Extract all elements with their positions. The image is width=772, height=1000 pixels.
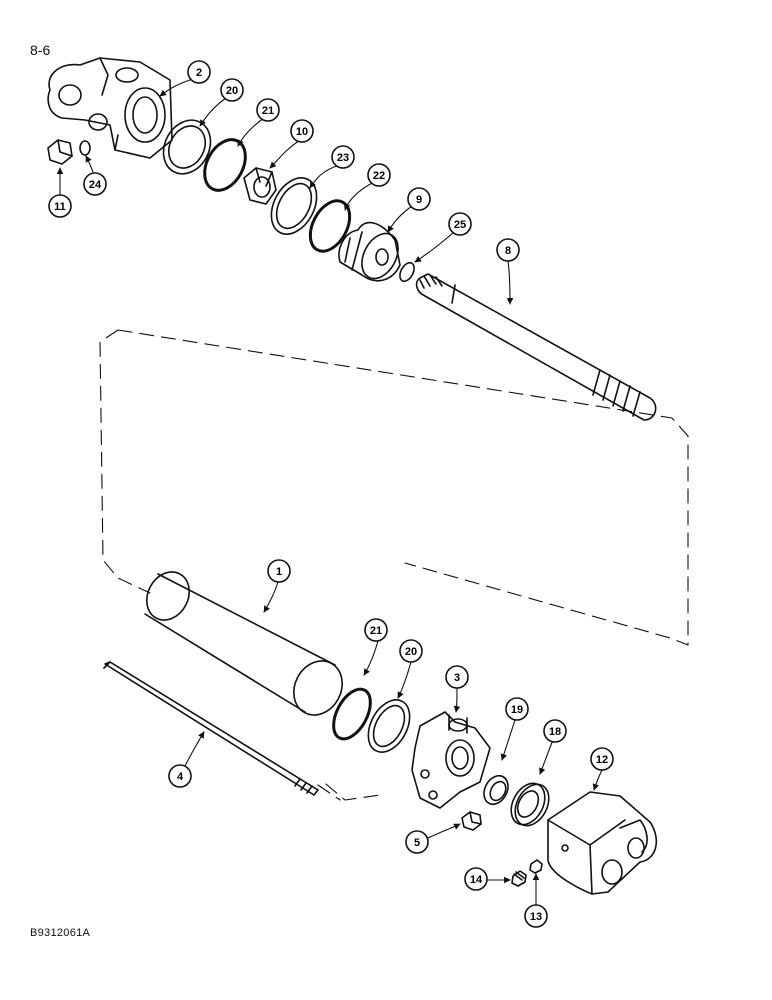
svg-text:24: 24 — [89, 179, 102, 191]
part-21-oring-top — [203, 138, 247, 192]
svg-text:13: 13 — [530, 911, 542, 923]
callout-11: 11 — [48, 194, 72, 218]
callout-21-bottom: 21 — [364, 618, 388, 642]
part-25-oring — [399, 261, 415, 283]
part-1-barrel — [144, 571, 343, 716]
part-24-oring — [79, 140, 91, 156]
part-10-nut — [243, 167, 277, 205]
callout-20-top: 20 — [220, 78, 244, 102]
callout-5: 5 — [405, 830, 429, 854]
svg-text:9: 9 — [416, 194, 422, 206]
callout-21-top: 21 — [256, 98, 280, 122]
part-2-head — [47, 57, 173, 159]
svg-text:23: 23 — [337, 152, 349, 164]
part-11-plug — [47, 139, 73, 165]
svg-text:12: 12 — [596, 754, 608, 766]
page-number: 8-6 — [30, 42, 51, 58]
svg-text:20: 20 — [226, 85, 238, 97]
svg-text:20: 20 — [405, 646, 417, 658]
callout-4: 4 — [168, 764, 192, 788]
svg-text:2: 2 — [196, 67, 202, 79]
callout-20-bottom: 20 — [399, 639, 423, 663]
part-8-piston-rod — [415, 273, 657, 421]
part-12-clevis — [547, 791, 658, 895]
svg-text:21: 21 — [262, 105, 274, 117]
svg-text:1: 1 — [276, 566, 282, 578]
callout-14: 14 — [464, 867, 488, 891]
svg-text:3: 3 — [454, 672, 460, 684]
part-21-oring-bottom — [332, 687, 372, 741]
callout-19: 19 — [505, 697, 529, 721]
svg-text:21: 21 — [370, 625, 382, 637]
svg-text:5: 5 — [414, 837, 420, 849]
part-23-backup-ring — [270, 177, 318, 235]
svg-text:4: 4 — [177, 771, 184, 783]
svg-text:18: 18 — [549, 726, 561, 738]
callout-12: 12 — [590, 747, 614, 771]
part-5-nut — [461, 811, 482, 831]
part-13-cap — [529, 859, 543, 874]
callout-1: 1 — [267, 559, 291, 583]
part-18-bushing — [510, 782, 550, 827]
part-3-gland — [411, 711, 491, 809]
callout-22: 22 — [367, 163, 391, 187]
part-19-wiper — [483, 774, 509, 806]
svg-text:14: 14 — [470, 874, 483, 886]
assembly-dashed-line — [99, 329, 689, 801]
svg-text:19: 19 — [511, 704, 523, 716]
callout-9: 9 — [407, 187, 431, 211]
part-22-oring — [308, 199, 352, 253]
svg-text:11: 11 — [54, 201, 66, 213]
svg-text:22: 22 — [373, 170, 385, 182]
callout-23: 23 — [331, 145, 355, 169]
callout-3: 3 — [445, 665, 469, 689]
svg-text:10: 10 — [296, 126, 308, 138]
part-4-tie-rod — [103, 661, 319, 796]
part-14-grease-fitting — [511, 870, 527, 887]
callout-8: 8 — [496, 238, 520, 262]
part-20-backup-ring-bottom — [367, 699, 411, 753]
callout-18: 18 — [543, 719, 567, 743]
leader-lines — [56, 79, 603, 906]
callout-2: 2 — [187, 60, 211, 84]
callout-10: 10 — [290, 119, 314, 143]
callouts: 2 20 21 10 23 22 9 25 8 11 24 1 21 20 3 … — [48, 60, 614, 928]
figure-code: B9312061A — [30, 927, 91, 939]
svg-text:8: 8 — [505, 245, 511, 257]
svg-text:25: 25 — [454, 219, 466, 231]
callout-25: 25 — [448, 212, 472, 236]
callout-13: 13 — [524, 904, 548, 928]
callout-24: 24 — [83, 172, 107, 196]
part-9-piston — [338, 221, 401, 282]
